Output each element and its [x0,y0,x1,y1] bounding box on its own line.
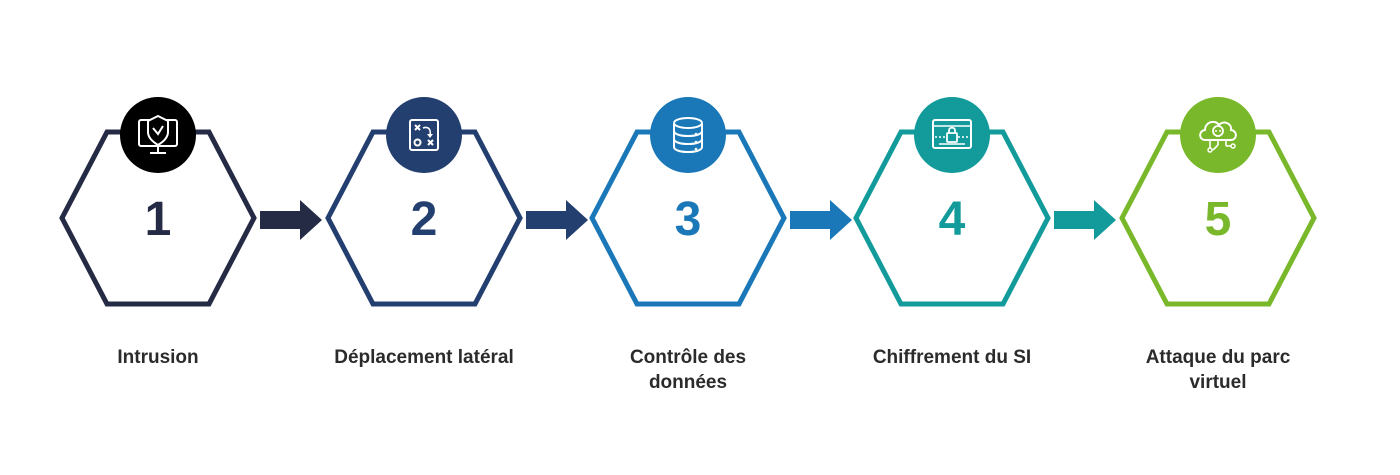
hexagon-shape [589,129,787,307]
step-2: 2 Déplacement latéral [324,0,524,475]
monitor-shield-icon [120,97,196,173]
encrypted-screen-icon [914,97,990,173]
step-number: 1 [144,193,172,246]
step-number: 2 [410,193,438,246]
step-number: 5 [1204,193,1232,246]
step-3: 3 Contrôle des données [588,0,788,475]
step-label: Chiffrement du SI [872,347,1032,368]
step-4: 4 Chiffrement du SI [852,0,1052,475]
step-label: Intrusion [117,347,199,368]
hexagon-shape [853,129,1051,307]
arrow-right-icon [260,200,322,240]
step-label: Attaque du parc virtuel [1145,347,1291,393]
database-icon [650,97,726,173]
step-number: 4 [938,193,966,246]
cloud-skull-icon [1180,97,1256,173]
arrow-right-icon [790,200,852,240]
hexagon-shape [1119,129,1317,307]
step-label: Contrôle des données [629,347,747,393]
strategy-board-icon [386,97,462,173]
hexagon-shape [59,129,257,307]
arrow-right-icon [1054,200,1116,240]
step-number: 3 [674,193,702,246]
arrow-right-icon [526,200,588,240]
step-5: 5 Attaque du parc virtuel [1118,0,1318,475]
step-1: 1 Intrusion [58,0,258,475]
hexagon-shape [325,129,523,307]
step-label: Déplacement latéral [334,347,514,368]
